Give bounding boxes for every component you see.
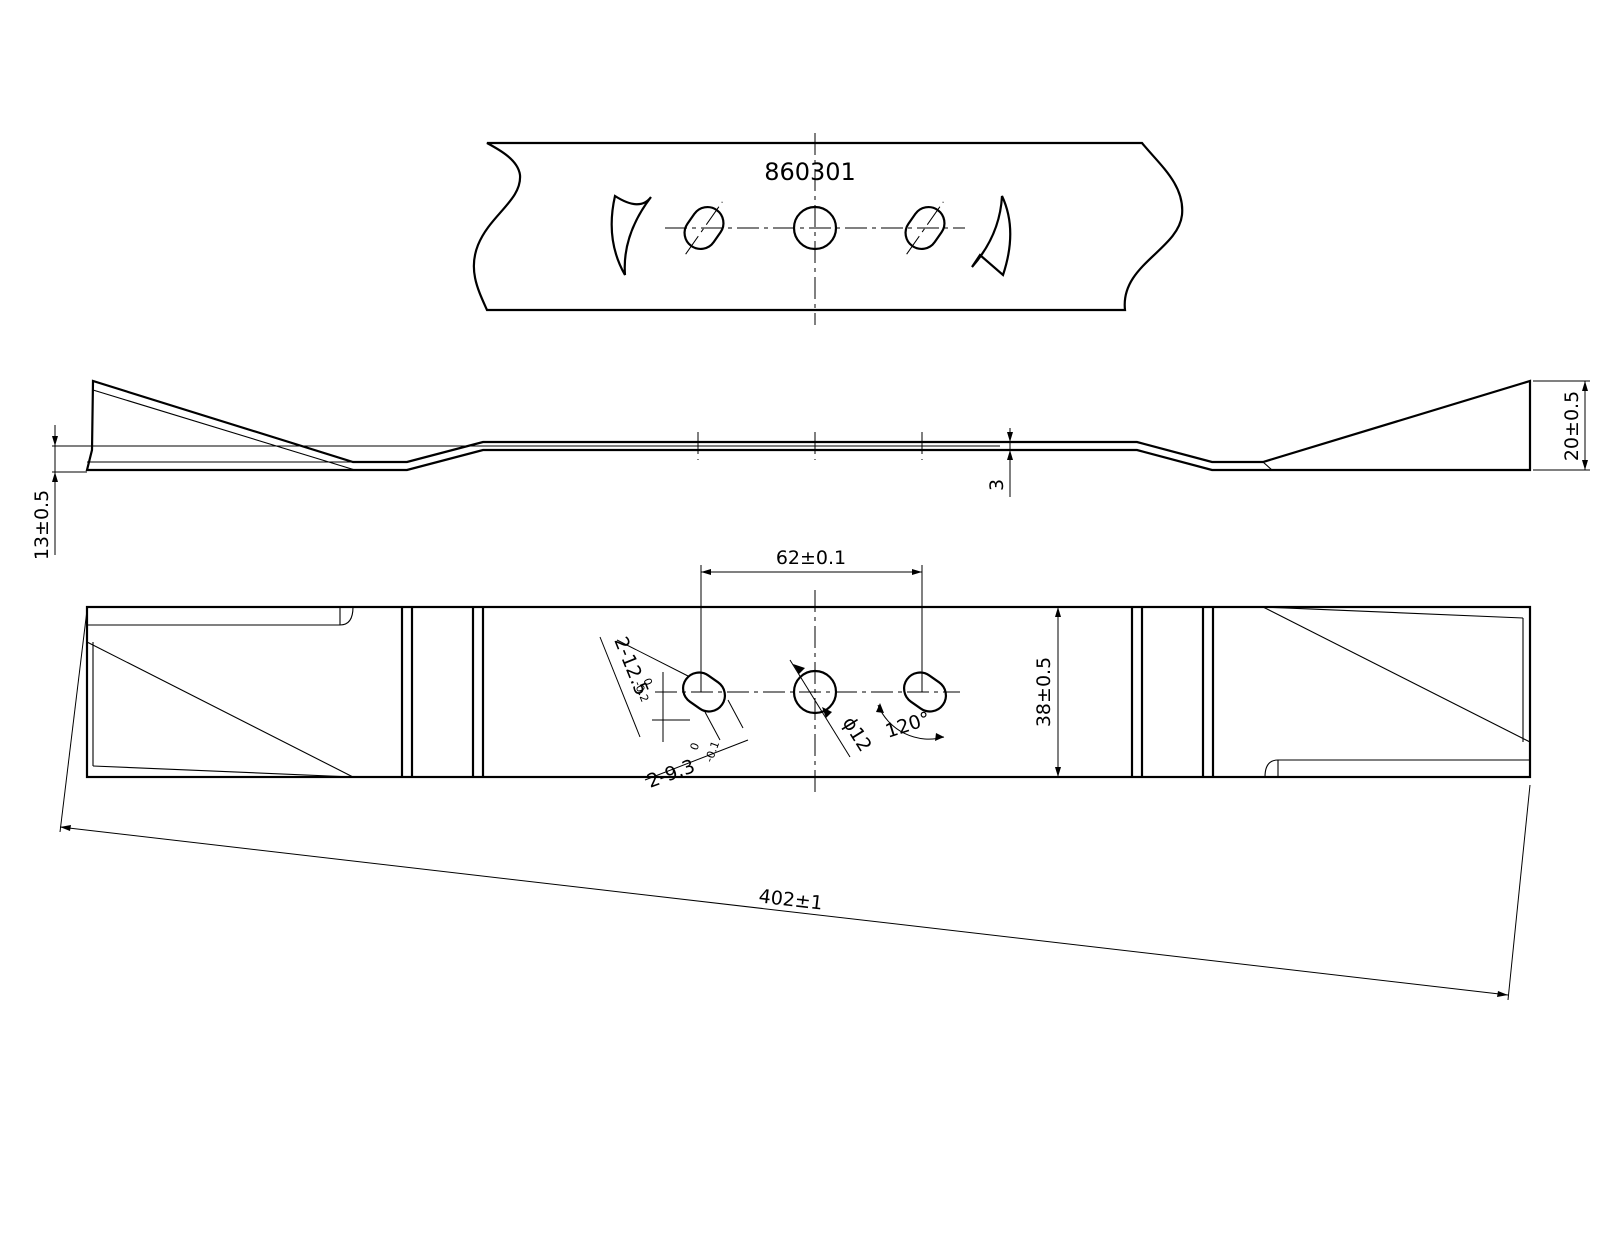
detail-right-barb — [971, 195, 1012, 277]
side-left-bevel — [92, 389, 356, 471]
plan-right-bevel-top — [1262, 606, 1524, 619]
slot-length-ext-a — [616, 639, 689, 677]
detail-right-slot — [904, 201, 946, 255]
plan-left-bevel-diag — [86, 641, 354, 778]
detail-left-barb — [610, 194, 652, 276]
top-detail-view: 860301 — [472, 133, 1184, 325]
side-right-inner — [1262, 461, 1273, 471]
plan-left-slot — [681, 671, 727, 713]
offset-height-label: 13±0.5 — [31, 490, 53, 560]
slot-width-ext-a — [704, 711, 721, 741]
slot-angle-label: 120° — [883, 708, 933, 743]
diameter-leader — [789, 659, 851, 758]
slot-width-dim-line — [644, 739, 749, 781]
slot-width-ext-b — [727, 699, 744, 729]
plan-right-slot-bottom — [1264, 759, 1530, 778]
plan-left-slot-top — [87, 606, 354, 626]
plan-right-bevel-diag — [1262, 606, 1531, 743]
length-dim-line — [59, 826, 1509, 996]
width-label: 38±0.5 — [1033, 657, 1055, 727]
hole-spacing-label: 62±0.1 — [776, 547, 846, 569]
detail-outline — [472, 141, 1184, 312]
center-hole-label: ϕ12 — [838, 713, 876, 756]
side-profile — [85, 379, 1532, 472]
angle-arc — [877, 704, 945, 740]
slot-length-tol-upper: 0 — [640, 676, 655, 687]
plan-left-bevel-bottom — [92, 765, 354, 778]
overall-length-label: 402±1 — [757, 885, 823, 914]
plan-view: 62±0.1 38±0.5 2-12.5 0 -0.2 2-9.3 0 -0.1… — [59, 547, 1532, 1001]
thickness-label: 3 — [986, 479, 1008, 491]
side-view: 13±0.5 3 20±0.5 — [31, 379, 1590, 560]
plan-outline — [85, 605, 1532, 779]
detail-left-slot — [683, 201, 725, 255]
slot-length-leader — [599, 636, 641, 738]
slot-width-tol-lower: -0.1 — [703, 739, 723, 764]
slot-width-label: 2-9.3 — [644, 755, 698, 792]
length-ext-right — [1507, 784, 1531, 1001]
part-number-label: 860301 — [764, 158, 856, 186]
plan-center-hole — [792, 669, 838, 715]
length-ext-left — [59, 609, 88, 833]
detail-center-hole — [792, 205, 838, 251]
slot-width-tol-upper: 0 — [688, 741, 703, 752]
wing-height-label: 20±0.5 — [1561, 391, 1583, 461]
plan-right-slot — [902, 671, 948, 713]
